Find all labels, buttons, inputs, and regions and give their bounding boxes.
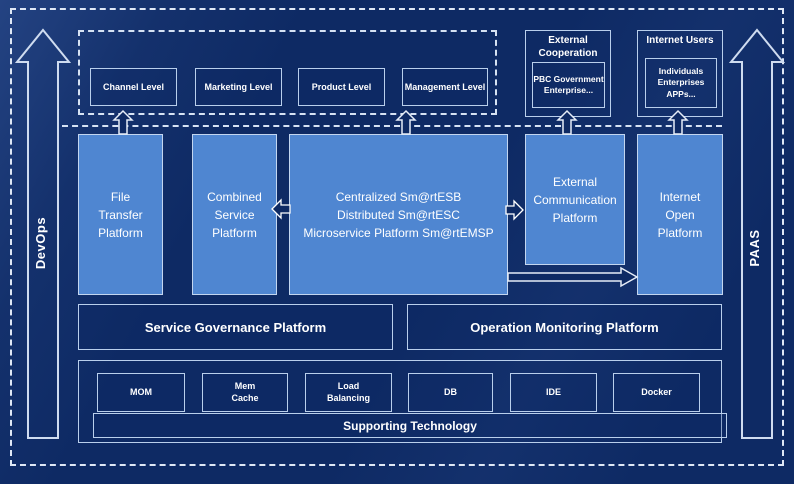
product-level-box: Product Level: [298, 68, 385, 106]
service-governance-platform-label: Service Governance Platform: [144, 319, 327, 335]
tech-label-docker: Docker: [641, 386, 672, 397]
external-cooperation-box: External Cooperation PBC Government Ente…: [525, 30, 611, 117]
tech-label-ide: IDE: [545, 386, 561, 397]
tech-box-ide: IDE: [510, 373, 597, 412]
marketing-level-box: Marketing Level: [195, 68, 282, 106]
file-transfer-platform-label: File Transfer Platform: [98, 189, 143, 240]
file-transfer-platform-box: File Transfer Platform: [78, 134, 163, 295]
supporting-technology-container: [78, 360, 722, 443]
tech-label-load-balancing: Load Balancing: [326, 380, 370, 403]
central-bus-platform-label: Centralized Sm@rtESB Distributed Sm@rtES…: [303, 189, 494, 240]
tech-label-mom: MOM: [130, 386, 152, 397]
dashed-separator-line: [62, 125, 722, 127]
channel-level-box: Channel Level: [90, 68, 177, 106]
tech-box-load-balancing: Load Balancing: [305, 373, 392, 412]
service-governance-platform-box: Service Governance Platform: [78, 304, 393, 350]
tech-box-db: DB: [408, 373, 493, 412]
internet-users-item: Individuals Enterprises APPs...: [645, 58, 717, 108]
tech-label-mem-cache: Mem Cache: [231, 380, 259, 403]
internet-users-title: Internet Users: [646, 35, 714, 46]
tech-box-mem-cache: Mem Cache: [202, 373, 288, 412]
external-communication-platform-label: External Communication Platform: [533, 174, 617, 225]
tech-box-docker: Docker: [613, 373, 700, 412]
channel-level-label: Channel Level: [102, 82, 165, 92]
combined-service-platform-label: Combined Service Platform: [207, 189, 262, 240]
management-level-label: Management Level: [404, 82, 486, 92]
internet-users-box: Internet Users Individuals Enterprises A…: [637, 30, 723, 117]
levels-dashed-container: [78, 30, 497, 115]
combined-service-platform-box: Combined Service Platform: [192, 134, 277, 295]
internet-open-platform-box: Internet Open Platform: [637, 134, 723, 295]
operation-monitoring-platform-label: Operation Monitoring Platform: [470, 319, 659, 335]
central-bus-platform-box: Centralized Sm@rtESB Distributed Sm@rtES…: [289, 134, 508, 295]
tech-label-db: DB: [444, 386, 457, 397]
supporting-technology-label: Supporting Technology: [343, 418, 477, 433]
tech-box-mom: MOM: [97, 373, 185, 412]
internet-open-platform-label: Internet Open Platform: [657, 189, 703, 240]
product-level-label: Product Level: [311, 82, 372, 92]
paas-rail-label: PAAS: [747, 229, 762, 267]
operation-monitoring-platform-box: Operation Monitoring Platform: [407, 304, 722, 350]
supporting-technology-bar: Supporting Technology: [93, 413, 727, 438]
management-level-box: Management Level: [402, 68, 488, 106]
marketing-level-label: Marketing Level: [204, 82, 273, 92]
external-cooperation-title: External Cooperation: [538, 35, 598, 59]
external-communication-platform-box: External Communication Platform: [525, 134, 625, 265]
devops-rail-label: DevOps: [33, 216, 48, 270]
external-cooperation-item: PBC Government Enterprise...: [532, 62, 605, 108]
